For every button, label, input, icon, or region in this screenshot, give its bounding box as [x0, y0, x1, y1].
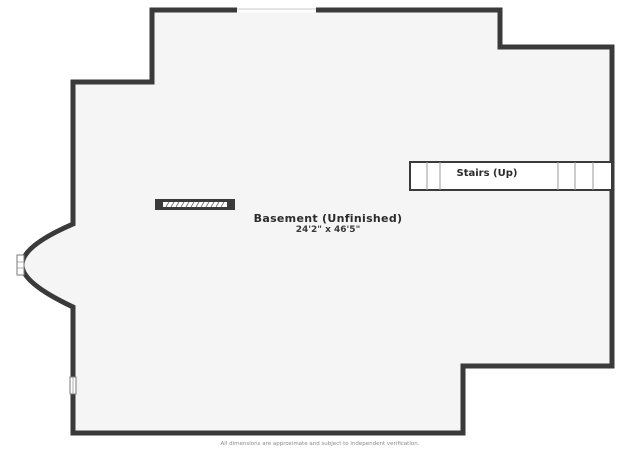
room-dimensions: 24'2" x 46'5": [295, 225, 361, 235]
left-window: [69, 376, 77, 395]
room-name: Basement (Unfinished): [253, 212, 403, 225]
bay-window: [16, 254, 25, 276]
disclaimer-text: All dimensions are approximate and subje…: [220, 441, 420, 447]
stairs-label: Stairs (Up): [456, 168, 518, 179]
fireplace: [155, 199, 235, 210]
stairs: [409, 161, 613, 191]
